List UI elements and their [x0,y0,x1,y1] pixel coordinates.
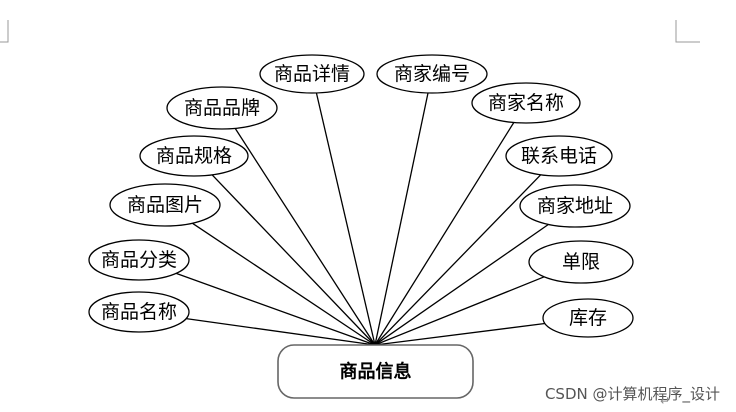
attribute-node[interactable]: 商品规格 [139,135,249,177]
connector-lines [175,92,549,346]
connector-line [234,128,376,346]
attribute-ellipse [542,298,634,338]
attribute-label: 联系电话 [521,145,597,167]
connector-line [374,322,545,346]
attribute-ellipse [166,86,278,130]
attribute-node[interactable]: 商品品牌 [166,86,278,130]
attribute-node[interactable]: 商家名称 [471,82,581,124]
attribute-label: 商家编号 [394,63,470,85]
entity-box [277,344,474,399]
attribute-node[interactable]: 单限 [528,240,634,284]
connector-line [374,92,429,346]
attribute-ellipse [505,135,613,177]
attribute-node[interactable]: 商品图片 [109,183,221,227]
connector-line [211,174,376,346]
attribute-ellipse [259,54,365,94]
connector-line [315,92,376,346]
attribute-label: 单限 [562,251,600,273]
attribute-label: 商家地址 [537,195,613,217]
attribute-label: 商品规格 [156,145,232,167]
crop-marks [0,20,700,43]
attribute-node[interactable]: 商品详情 [259,54,365,94]
attribute-label: 商品图片 [127,194,203,216]
attribute-ellipse [519,184,631,228]
entity-label: 商品信息 [340,361,412,383]
connector-line [191,222,376,346]
attribute-label: 商家名称 [488,92,564,114]
attribute-ellipse [471,82,581,124]
entity-node[interactable]: 商品信息 [277,344,474,399]
attribute-node[interactable]: 商品分类 [88,239,190,281]
attribute-ellipse [88,239,190,281]
attribute-node[interactable]: 商品名称 [88,291,190,333]
connector-line [186,317,376,346]
attribute-label: 商品品牌 [184,97,260,119]
attribute-label: 库存 [569,307,607,329]
attribute-node[interactable]: 商家地址 [519,184,631,228]
connector-line [374,223,549,346]
connector-line [175,272,376,346]
connector-line [374,174,542,346]
attribute-label: 商品名称 [101,301,177,323]
connector-line [374,122,515,346]
attribute-node[interactable]: 商家编号 [376,54,488,94]
attribute-ellipse [528,240,634,284]
attribute-node[interactable]: 联系电话 [505,135,613,177]
paragraph-mark-icon: ↵ [660,394,671,408]
watermark: CSDN @计算机程序_设计 [544,385,720,403]
connector-line [374,276,545,346]
attribute-node[interactable]: 库存 [542,298,634,338]
attribute-ellipse [109,183,221,227]
attribute-label: 商品详情 [274,63,350,85]
attribute-ellipse [88,291,190,333]
attribute-ellipse [376,54,488,94]
attribute-label: 商品分类 [101,249,177,271]
attribute-ellipse [139,135,249,177]
